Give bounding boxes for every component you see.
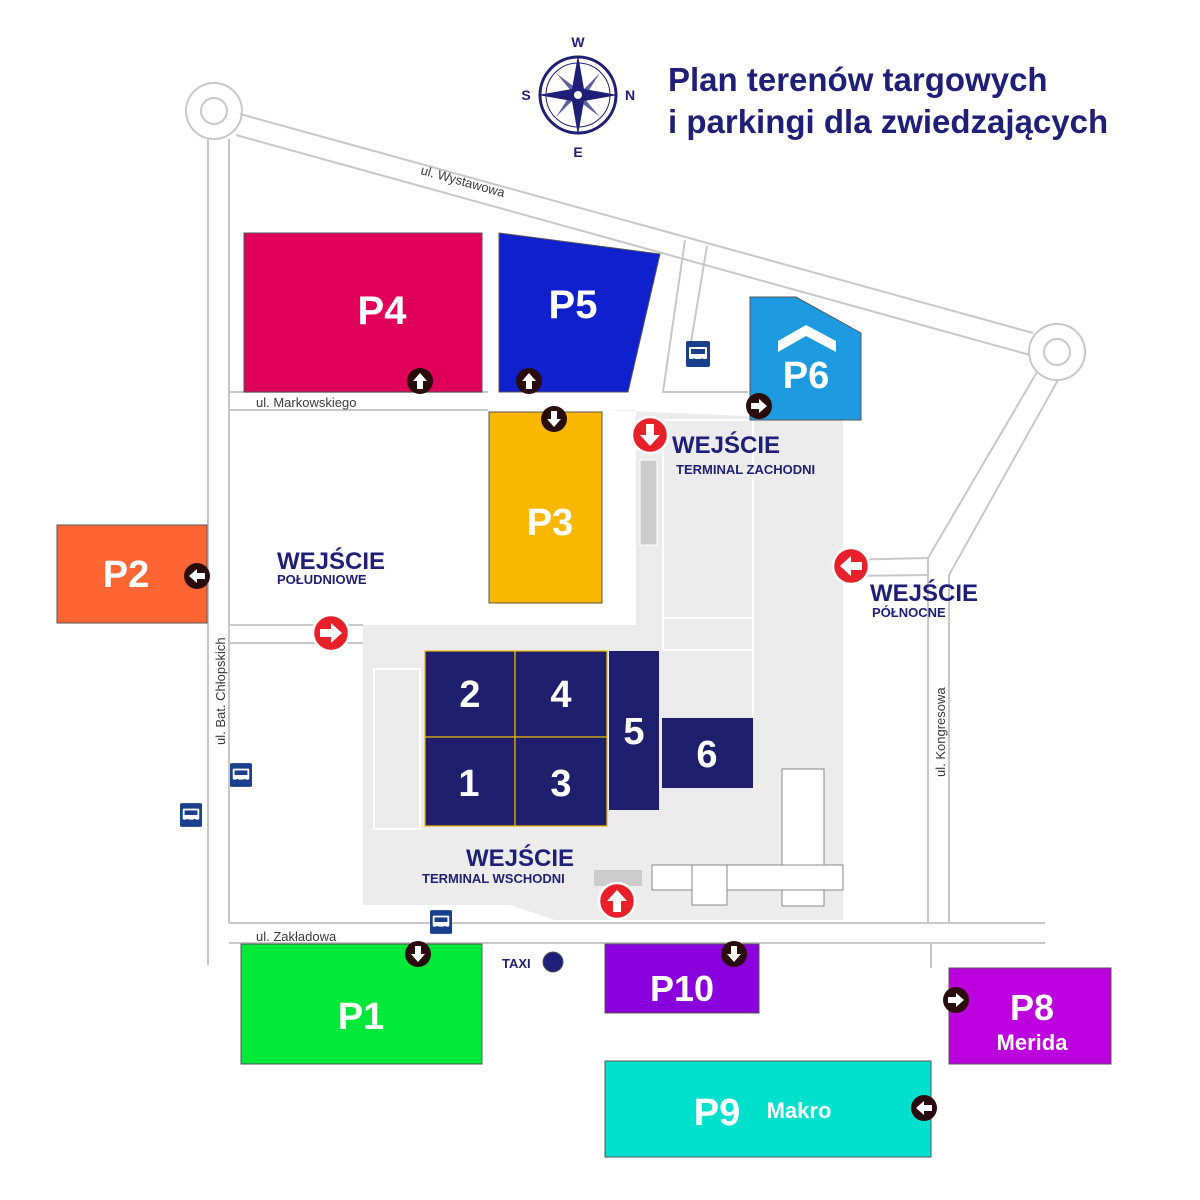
- entrance-west-terminal-subtitle: TERMINAL ZACHODNI: [676, 462, 815, 477]
- hall-5[interactable]: 5: [609, 651, 659, 810]
- street-label-zakladowa: ul. Zakładowa: [256, 929, 337, 944]
- hall-6[interactable]: 6: [662, 718, 753, 788]
- parking-lot-p2[interactable]: P2: [56, 524, 208, 624]
- entrance-arrow-icon[interactable]: [597, 881, 637, 921]
- map-title-line-1: Plan terenów targowych: [668, 61, 1048, 98]
- parking-lot-p8[interactable]: P8 Merida: [948, 967, 1112, 1065]
- bus-stop-icon[interactable]: [230, 763, 252, 787]
- parking-entry-arrow-icon[interactable]: [721, 941, 747, 967]
- hall-3[interactable]: 3: [514, 736, 608, 827]
- parking-label-p5: P5: [549, 283, 598, 327]
- entrance-east-terminal-title: WEJŚCIE: [466, 844, 574, 872]
- entrance-arrow-icon[interactable]: [831, 546, 871, 586]
- bus-stop-icon[interactable]: [180, 803, 202, 827]
- parking-entry-arrow-icon[interactable]: [184, 563, 210, 589]
- entrance-north-subtitle: PÓŁNOCNE: [872, 605, 946, 620]
- parking-entry-arrow-icon[interactable]: [516, 368, 542, 394]
- parking-entry-arrow-icon[interactable]: [911, 1095, 937, 1121]
- parking-label-p4: P4: [358, 289, 408, 333]
- hall-number-5: 5: [623, 711, 644, 753]
- bus-stop-icon[interactable]: [430, 910, 452, 934]
- taxi-stand-icon[interactable]: [542, 951, 564, 973]
- entrance-arrow-icon[interactable]: [311, 613, 351, 653]
- bus-stop-icon[interactable]: [686, 341, 710, 367]
- parking-label-p10: P10: [650, 968, 714, 1009]
- parking-lot-p6[interactable]: P6: [749, 296, 862, 421]
- parking-label-p1: P1: [338, 996, 384, 1038]
- hall-1[interactable]: 1: [424, 736, 516, 827]
- parking-lot-p5[interactable]: P5: [498, 232, 661, 393]
- entrance-arrow-icon[interactable]: [630, 415, 670, 455]
- entrance-south-title: WEJŚCIE: [277, 547, 385, 575]
- taxi-label: TAXI: [502, 956, 531, 971]
- compass-north-label: W: [571, 34, 585, 50]
- parking-entry-arrow-icon[interactable]: [407, 368, 433, 394]
- street-label-chlopskich: ul. Bat. Chłopskich: [213, 637, 228, 745]
- map-title-line-2: i parkingi dla zwiedzających: [668, 103, 1108, 140]
- street-label-wystawowa: ul. Wystawowa: [419, 162, 507, 200]
- entrance-west-terminal-title: WEJŚCIE: [672, 431, 780, 459]
- parking-entry-arrow-icon[interactable]: [943, 987, 969, 1013]
- hall-number-4: 4: [550, 674, 571, 716]
- hall-2[interactable]: 2: [424, 650, 516, 738]
- street-label-markowskiego: ul. Markowskiego: [256, 395, 356, 410]
- parking-lot-p4[interactable]: P4: [243, 232, 483, 393]
- parking-entry-arrow-icon[interactable]: [746, 393, 772, 419]
- hall-number-6: 6: [696, 734, 717, 776]
- roof-icon: [778, 325, 836, 352]
- entrance-south-subtitle: POŁUDNIOWE: [277, 572, 367, 587]
- parking-entry-arrow-icon[interactable]: [541, 406, 567, 432]
- parking-sublabel-p8: Merida: [997, 1030, 1069, 1055]
- entrance-east-terminal-subtitle: TERMINAL WSCHODNI: [422, 871, 565, 886]
- hall-number-3: 3: [550, 763, 571, 805]
- parking-label-p2: P2: [103, 554, 149, 596]
- hall-number-1: 1: [458, 763, 479, 805]
- parking-label-p3: P3: [527, 502, 573, 544]
- parking-sublabel-p9: Makro: [767, 1098, 832, 1123]
- compass-south-label: E: [573, 144, 582, 160]
- hall-number-2: 2: [459, 674, 480, 716]
- parking-lot-p3[interactable]: P3: [488, 411, 603, 604]
- parking-label-p8: P8: [1010, 987, 1054, 1028]
- parking-lot-p1[interactable]: P1: [240, 943, 483, 1065]
- parking-label-p6: P6: [783, 355, 829, 397]
- hall-4[interactable]: 4: [514, 650, 608, 738]
- parking-entry-arrow-icon[interactable]: [405, 941, 431, 967]
- parking-label-p9: P9: [694, 1092, 740, 1134]
- compass-rose-icon: [538, 55, 618, 135]
- compass-east-label: N: [625, 87, 635, 103]
- compass-west-label: S: [521, 87, 530, 103]
- parking-lot-p9[interactable]: P9 Makro: [604, 1060, 932, 1158]
- entrance-north-title: WEJŚCIE: [870, 579, 978, 607]
- street-label-kongresowa: ul. Kongresowa: [933, 687, 948, 777]
